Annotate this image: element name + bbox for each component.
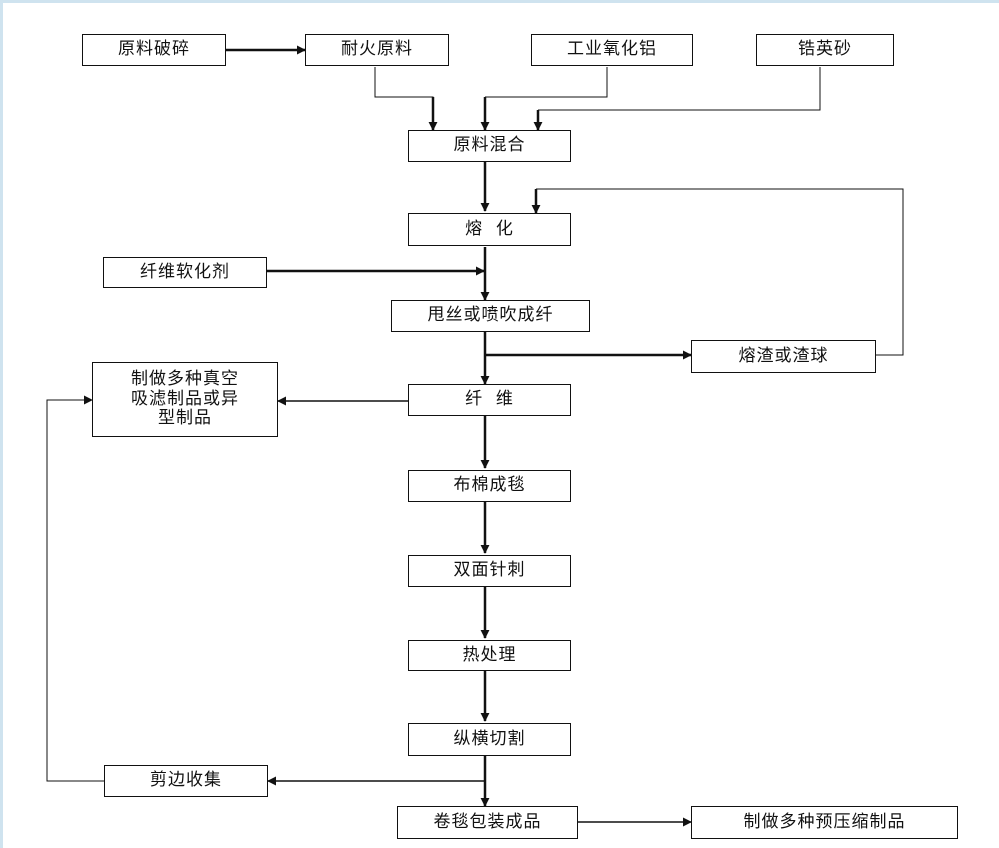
node-roll-pack: 卷毯包装成品 <box>397 806 578 839</box>
node-vacuum-products-line-1: 制做多种真空 <box>131 369 239 390</box>
node-melting: 熔 化 <box>408 213 571 246</box>
node-fiber: 纤 维 <box>408 384 571 416</box>
node-slag-ball: 熔渣或渣球 <box>691 340 876 373</box>
node-spin-or-blow: 甩丝或喷吹成纤 <box>391 300 590 332</box>
node-cut: 纵横切割 <box>408 723 571 756</box>
node-vacuum-products-line-2: 吸滤制品或异 <box>131 388 239 409</box>
edge-edge-recycle-to-vacuum <box>46 395 104 782</box>
node-needle-punch: 双面针刺 <box>408 555 571 587</box>
node-raw-crush: 原料破碎 <box>82 34 226 66</box>
node-refractory-raw: 耐火原料 <box>305 34 449 66</box>
node-vacuum-products: 制做多种真空 吸滤制品或异 型制品 <box>92 362 278 437</box>
node-industrial-alumina: 工业氧化铝 <box>531 34 693 66</box>
edge-refractory-to-mix <box>374 67 434 130</box>
edge-zircon-to-mix <box>538 67 821 111</box>
node-zircon-sand: 锆英砂 <box>756 34 894 66</box>
node-heat-treat: 热处理 <box>408 640 571 671</box>
node-raw-mix: 原料混合 <box>408 130 571 162</box>
node-fiber-softener: 纤维软化剂 <box>103 257 267 288</box>
node-edge-collect: 剪边收集 <box>104 765 268 797</box>
node-felt-forming: 布棉成毯 <box>408 470 571 502</box>
edge-alumina-to-mix <box>485 67 608 98</box>
edge-slag-recycle-to-melt <box>536 188 904 356</box>
node-prepress-products: 制做多种预压缩制品 <box>691 806 958 839</box>
node-vacuum-products-line-3: 型制品 <box>158 408 212 429</box>
